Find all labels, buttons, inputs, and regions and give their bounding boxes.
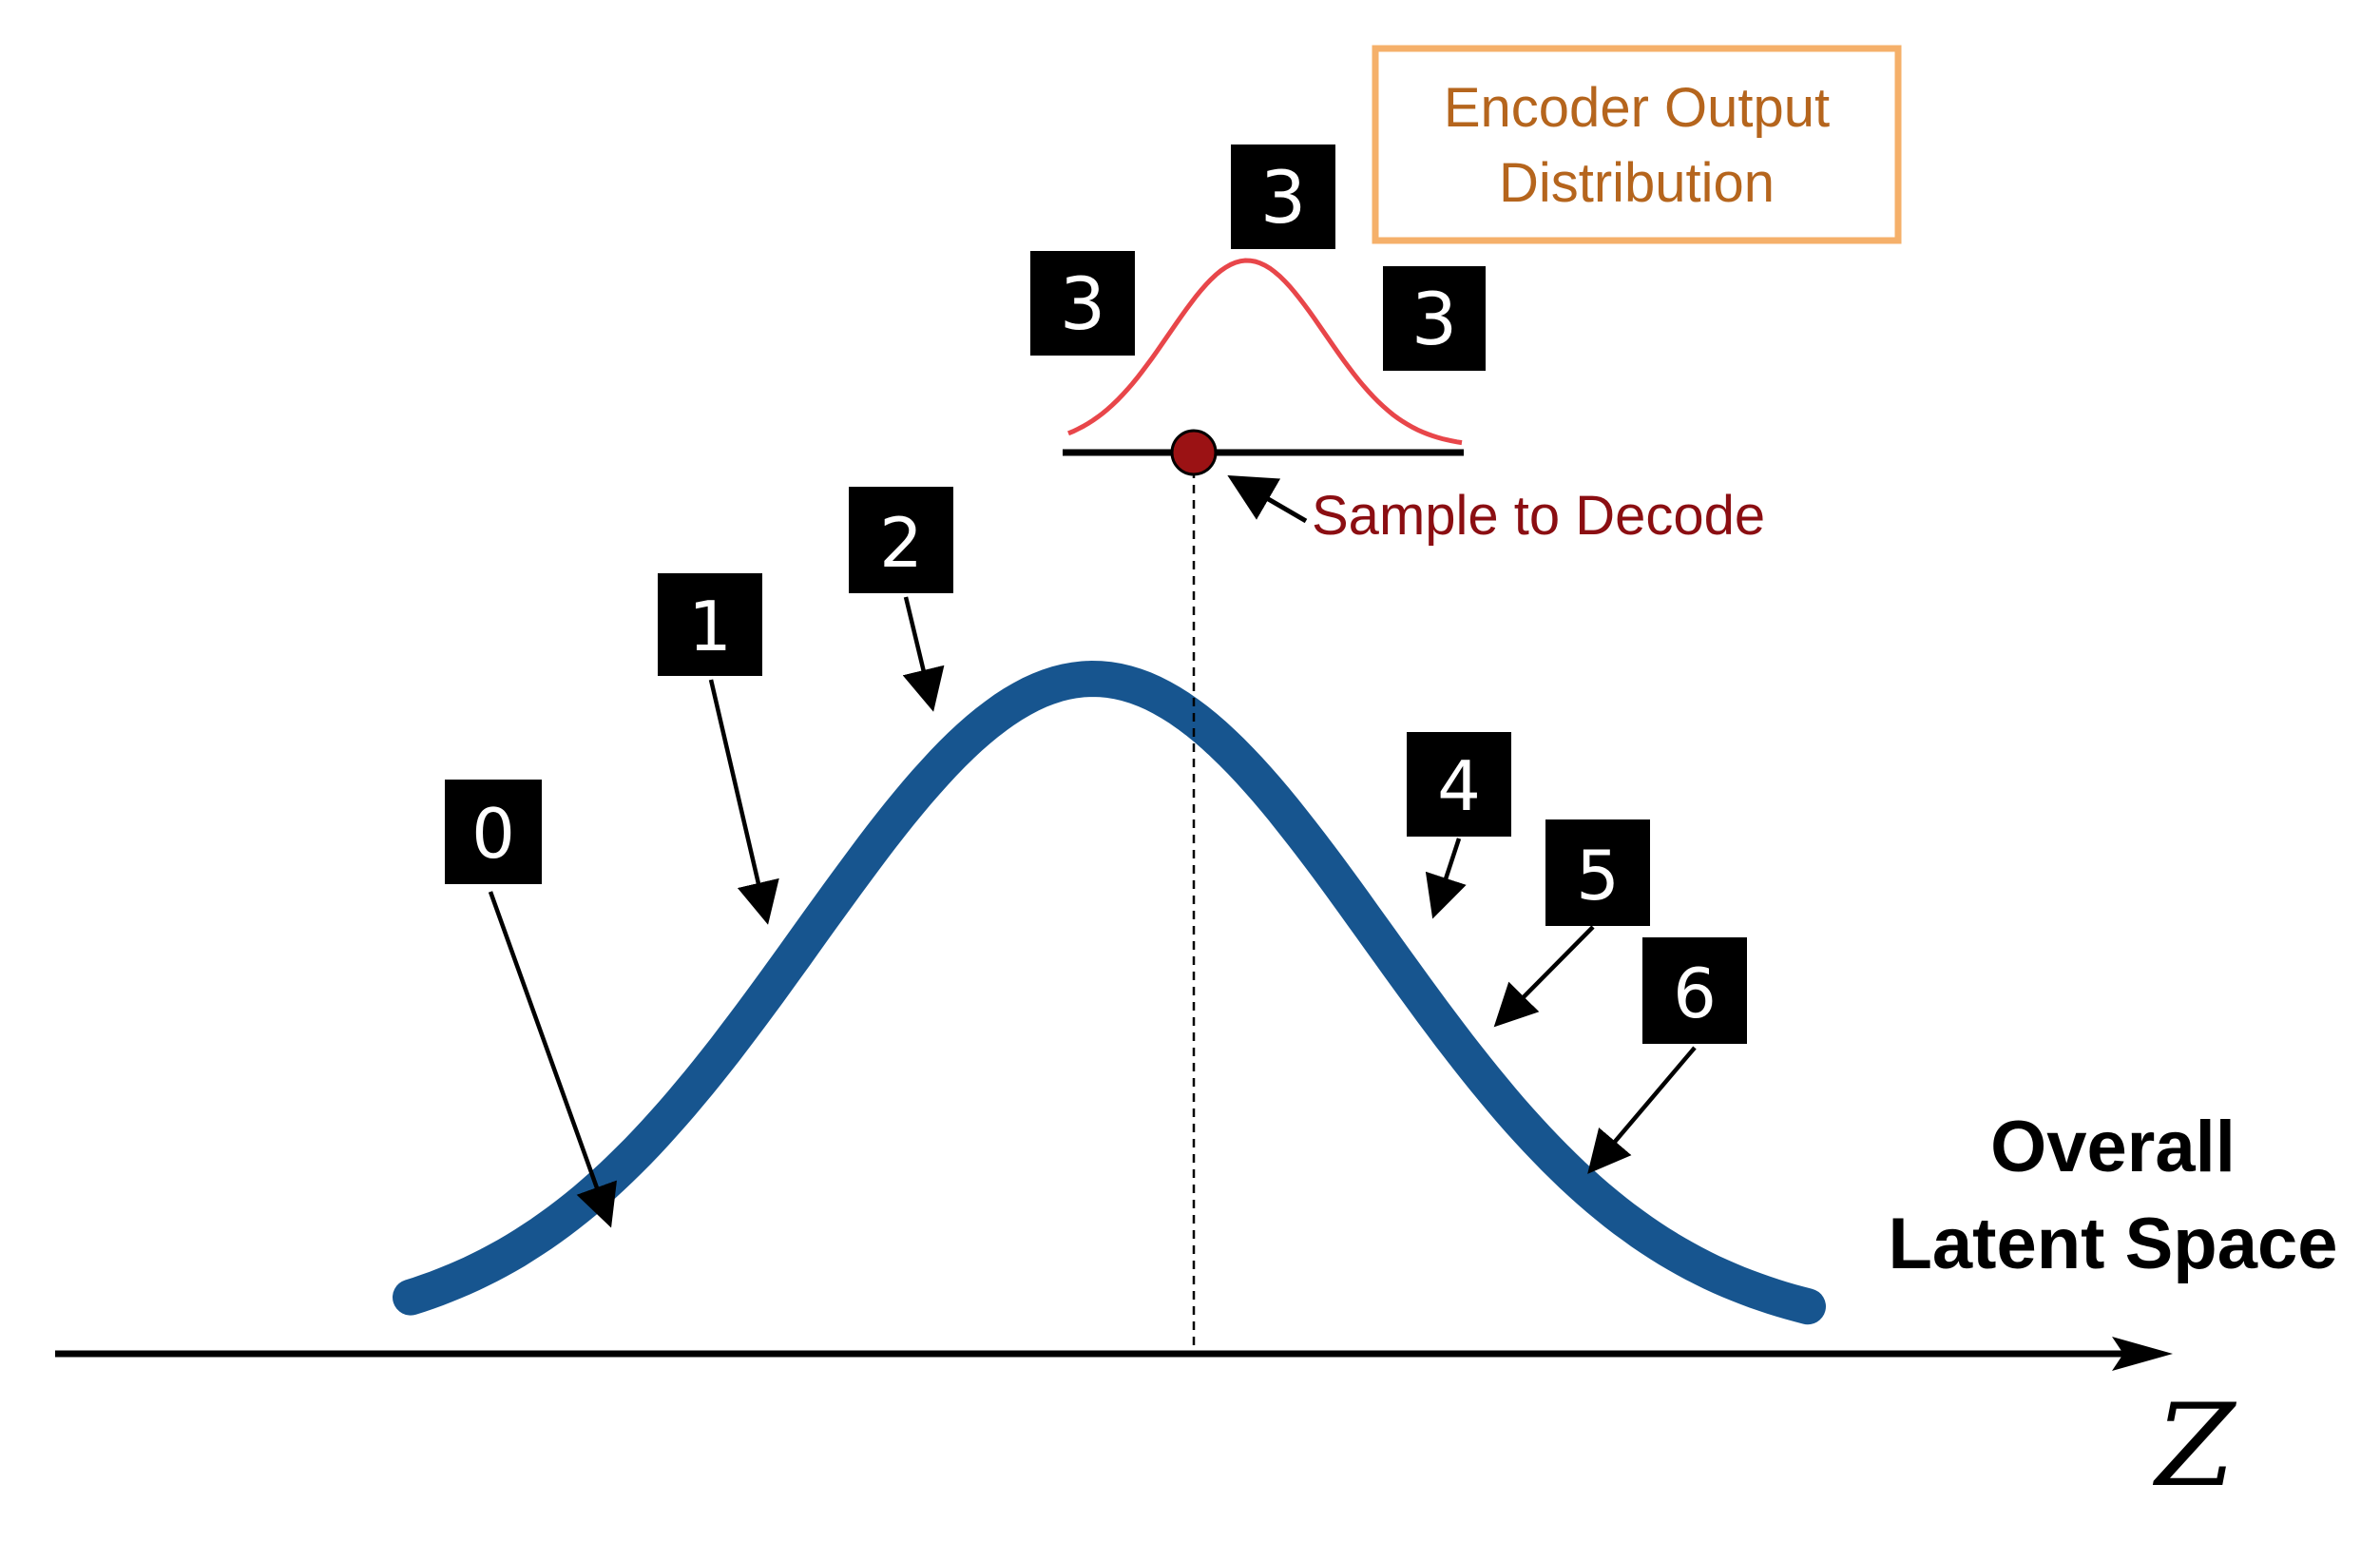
digit-image bbox=[445, 780, 542, 884]
latent-digit-1: 1 bbox=[658, 573, 779, 925]
digit-arrow bbox=[708, 679, 779, 925]
digit-image bbox=[849, 487, 953, 593]
digit-image bbox=[658, 573, 762, 676]
latent-space-curve bbox=[393, 660, 1826, 1325]
digit-glyph: 2 bbox=[879, 503, 923, 583]
digit-image bbox=[1231, 145, 1335, 249]
sample-to-decode-label: Sample to Decode bbox=[1312, 485, 1765, 547]
digit-glyph: 5 bbox=[1576, 836, 1620, 916]
z-axis-variable: Z bbox=[2152, 1380, 2237, 1513]
encoder-box-line2: Distribution bbox=[1499, 152, 1775, 214]
digit-image bbox=[1383, 266, 1486, 371]
digit-image bbox=[1545, 819, 1650, 926]
encoder-sample-top: 3 bbox=[1231, 145, 1335, 249]
latent-digit-5: 5 bbox=[1493, 819, 1650, 1028]
digit-glyph: 0 bbox=[471, 794, 515, 874]
latent-digit-6: 6 bbox=[1587, 937, 1747, 1174]
encoder-box-border bbox=[1372, 45, 1902, 244]
digit-glyph: 6 bbox=[1673, 954, 1717, 1033]
z-axis-arrowhead bbox=[2112, 1337, 2173, 1371]
z-axis: Z bbox=[55, 1337, 2237, 1513]
digit-image bbox=[1642, 937, 1747, 1044]
encoder-output-label-box: Encoder Output Distribution bbox=[1372, 45, 1902, 244]
encoder-distribution-curve bbox=[1067, 258, 1463, 446]
sample-point bbox=[1170, 429, 1218, 476]
encoder-sample-right: 3 bbox=[1383, 266, 1486, 371]
digit-arrow bbox=[1493, 925, 1595, 1028]
digit-glyph: 1 bbox=[688, 587, 732, 666]
sample-to-decode-annotation: Sample to Decode bbox=[1227, 474, 1765, 547]
digit-image bbox=[1030, 251, 1135, 356]
overall-label-line2: Latent Space bbox=[1888, 1204, 2337, 1284]
digit-glyph: 3 bbox=[1411, 277, 1457, 361]
overall-label-line1: Overall bbox=[1990, 1107, 2236, 1187]
digit-glyph: 4 bbox=[1437, 746, 1481, 826]
encoder-sample-left: 3 bbox=[1030, 251, 1135, 356]
encoder-box-line1: Encoder Output bbox=[1444, 77, 1830, 139]
digit-glyph: 3 bbox=[1260, 155, 1306, 240]
digit-arrow bbox=[902, 596, 945, 712]
digit-arrow bbox=[488, 891, 617, 1228]
latent-digit-4: 4 bbox=[1407, 732, 1511, 919]
digit-arrow bbox=[1425, 838, 1467, 919]
digit-image bbox=[1407, 732, 1511, 837]
latent-digit-2: 2 bbox=[849, 487, 953, 712]
encoder-distribution bbox=[1063, 258, 1464, 476]
digit-arrow bbox=[1587, 1046, 1697, 1174]
sample-arrow bbox=[1227, 474, 1308, 524]
latent-digit-0: 0 bbox=[445, 780, 617, 1228]
digit-glyph: 3 bbox=[1060, 261, 1105, 346]
overall-latent-space-label: Overall Latent Space bbox=[1888, 1107, 2337, 1284]
